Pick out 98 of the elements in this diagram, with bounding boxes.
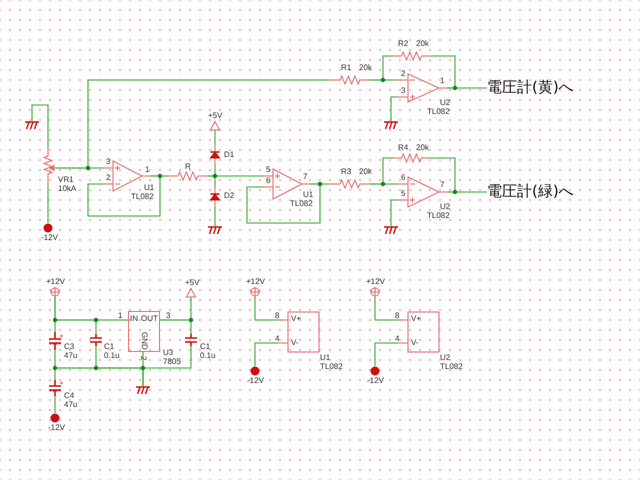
part-label: VR1 <box>58 176 74 184</box>
part-label: 0.1u <box>200 352 216 360</box>
pin-number: 6 <box>401 174 406 182</box>
wire <box>208 175 263 177</box>
wire <box>254 342 278 366</box>
pin-number: 2 <box>401 70 406 78</box>
part-label: V+ <box>411 315 422 323</box>
part-label: R2 <box>398 40 408 48</box>
pin-number: 1 <box>145 166 150 174</box>
part-label: 47u <box>64 352 78 360</box>
part-label: C3 <box>64 343 74 351</box>
output-label: 電圧計(黄)へ <box>487 79 574 96</box>
pin-number: 3 <box>166 312 170 320</box>
part-label: D1 <box>224 151 234 159</box>
part-label: -12V <box>41 234 58 242</box>
part-label: +12V <box>246 278 265 286</box>
part-label: U1 <box>303 191 314 199</box>
part-label: U1 <box>144 184 154 192</box>
pin-number: 2 <box>106 174 110 182</box>
wire <box>246 183 321 224</box>
part-label: 47u <box>64 401 78 409</box>
part-label: -12V <box>247 377 264 385</box>
part-label: U2 <box>440 99 450 107</box>
wire <box>447 191 487 193</box>
output-label: 電圧計(緑)へ <box>487 183 574 200</box>
part-label: C1 <box>200 343 210 351</box>
pin-number: 1 <box>440 77 444 85</box>
wire <box>374 342 398 366</box>
part-label: IN <box>130 315 138 323</box>
part-label: GND <box>140 332 148 350</box>
part-label: TL082 <box>440 363 463 371</box>
pin-number: 7 <box>303 173 308 181</box>
pin-number: 4 <box>395 335 400 343</box>
wire <box>430 55 456 89</box>
wire <box>47 186 49 223</box>
part-label: R <box>185 163 191 171</box>
part-label: V- <box>411 339 419 347</box>
part-label: +5V <box>208 112 222 120</box>
wire <box>447 87 487 89</box>
pin-number: 7 <box>440 181 444 189</box>
part-label: 10kA <box>58 185 76 193</box>
pin-number: 4 <box>275 335 280 343</box>
wire <box>254 297 278 321</box>
wire <box>390 199 398 226</box>
part-label: V+ <box>291 315 302 323</box>
wire <box>150 175 168 177</box>
part-label: -12V <box>367 377 384 385</box>
wire <box>54 396 56 413</box>
part-label: R1 <box>341 64 352 72</box>
part-label: U2 <box>440 354 450 362</box>
pin-number: 2 <box>139 356 147 360</box>
part-label: R4 <box>398 144 408 152</box>
wire <box>31 104 49 148</box>
part-label: -12V <box>48 424 65 432</box>
wire <box>390 96 398 121</box>
part-label: TL082 <box>290 200 313 208</box>
part-label: C4 <box>64 392 74 400</box>
part-label: TL082 <box>131 193 154 201</box>
wire <box>54 297 128 321</box>
pin-number: 3 <box>401 87 406 95</box>
part-label: TL082 <box>427 108 450 116</box>
part-label: +12V <box>366 278 385 286</box>
wire <box>310 183 330 185</box>
pin-number: 8 <box>275 312 280 320</box>
wire <box>160 319 192 334</box>
wire <box>142 346 192 386</box>
pin-number: 1 <box>118 312 122 320</box>
pin-number: 8 <box>395 312 400 320</box>
part-label: +5V <box>185 279 200 287</box>
pin-number: 5 <box>266 166 270 174</box>
wire <box>370 55 393 81</box>
part-label: 20k <box>359 168 372 176</box>
wire <box>374 297 398 321</box>
wire <box>430 157 456 193</box>
part-label: 20k <box>416 144 429 152</box>
pin-number: 5 <box>401 190 406 198</box>
part-label: R3 <box>341 168 352 176</box>
part-label: V- <box>291 339 299 347</box>
wire <box>370 157 393 185</box>
wire <box>87 175 161 217</box>
part-label: U2 <box>440 203 450 211</box>
part-label: 20k <box>359 64 372 72</box>
part-label: TL082 <box>427 212 450 220</box>
part-label: 7805 <box>163 358 181 366</box>
pin-number: 3 <box>106 158 110 166</box>
wire <box>56 79 330 169</box>
part-label: U3 <box>163 349 174 357</box>
part-label: U1 <box>320 354 330 362</box>
part-label: 20k <box>416 40 429 48</box>
part-label: D2 <box>224 192 234 200</box>
part-label: OUT <box>141 315 158 323</box>
wire <box>214 207 216 226</box>
part-label: C1 <box>104 343 114 351</box>
part-label: TL082 <box>320 363 343 371</box>
wire <box>214 130 216 145</box>
pin-number: 6 <box>266 177 270 185</box>
part-label: 0.1u <box>104 352 120 360</box>
part-label: +12V <box>46 278 65 286</box>
